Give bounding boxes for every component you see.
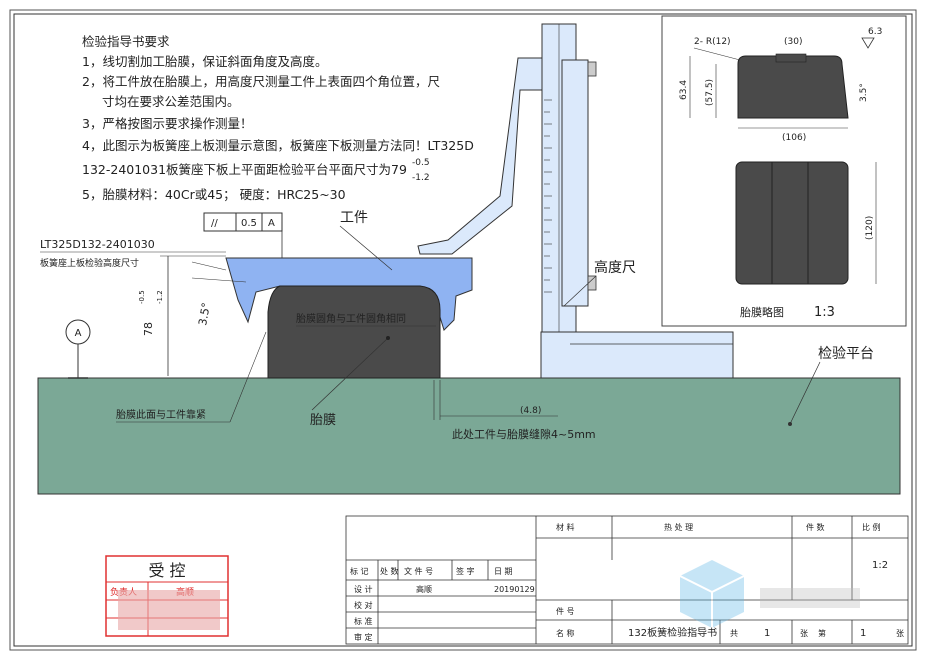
sheet-value: 1 <box>860 628 866 639</box>
rev-count: 处 数 <box>380 566 399 576</box>
top-dimension: (30) <box>784 37 802 47</box>
sheet-word: 张 <box>800 629 808 638</box>
width-dimension: (106) <box>782 133 806 143</box>
sketch-scale: 1:3 <box>814 305 835 320</box>
heat-treatment-label: 热 处 理 <box>664 522 693 532</box>
gdt-datum: A <box>268 218 275 229</box>
stamp-blur <box>118 590 220 630</box>
watermark-logo <box>679 560 860 628</box>
gauge-arm <box>417 57 543 255</box>
dim-57: (57.5) <box>705 79 715 106</box>
control-stamp: 受 控 负责人 高顺 <box>105 555 229 637</box>
quantity-label: 件 数 <box>806 522 825 532</box>
requirement-4: 4，此图示为板簧座上板测量示意图，板簧座下板测量方法同！LT325D <box>82 138 474 153</box>
gauge-scale <box>544 99 552 293</box>
die <box>267 285 441 379</box>
gauge-slider <box>561 59 589 307</box>
requirement-3: 3，严格按图示要求操作测量！ <box>82 116 252 131</box>
height-dimension: 78 <box>142 322 155 336</box>
name-label: 名 称 <box>556 628 575 638</box>
requirement-2b: 寸均在要求公差范围内。 <box>102 94 240 109</box>
gauge-knob-bottom <box>587 275 597 291</box>
rev-mark: 标 记 <box>350 566 369 576</box>
height-gauge-label: 高度尺 <box>594 259 636 276</box>
gauge-knob-top <box>587 61 597 77</box>
datum-label: A <box>75 328 82 339</box>
requirement-tol-upper: -0.5 <box>412 158 430 168</box>
requirement-1: 1，线切割加工胎膜，保证斜面角度及高度。 <box>82 54 327 69</box>
designer-name: 高顺 <box>416 584 432 594</box>
requirement-5: 5，胎膜材料：40Cr或45； 硬度：HRC25~30 <box>82 187 346 202</box>
material-label: 材 料 <box>556 522 575 532</box>
review-label: 审 定 <box>354 632 373 642</box>
die-corner-note: 胎膜圆角与工件圆角相同 <box>296 312 406 325</box>
depth-dimension: (120) <box>865 216 875 240</box>
total-label: 共 <box>730 629 738 638</box>
sketch-angle: 3.5° <box>859 83 869 102</box>
gap-dimension: (4.8) <box>520 406 541 416</box>
sheet-no-label: 第 <box>818 628 826 638</box>
design-date: 20190129 <box>494 585 535 594</box>
requirement-4b: 132-2401031板簧座下板上平面距检验平台平面尺寸为79 <box>82 162 407 177</box>
dim-63: 63.4 <box>679 80 689 100</box>
proofread-label: 校 对 <box>354 600 373 610</box>
gdt-frame: // 0.5 A <box>203 212 283 258</box>
sketch-frame <box>661 15 907 327</box>
ratio-label: 比 例 <box>862 522 881 532</box>
sketch-title: 胎膜略图 <box>740 305 784 319</box>
die-side-view <box>737 55 849 119</box>
rev-date: 日 期 <box>494 567 513 576</box>
requirement-tol-lower: -1.2 <box>412 173 430 183</box>
sheet-word-2: 张 <box>896 629 904 638</box>
stamp-title: 受 控 <box>148 561 185 580</box>
die-label: 胎膜 <box>310 413 336 428</box>
part-number-label: LT325D132-2401030 <box>40 238 155 251</box>
name-value: 132板簧检验指导书 <box>628 626 717 639</box>
rev-doc: 文 件 号 <box>404 566 433 576</box>
requirements-title: 检验指导书要求 <box>82 34 170 49</box>
part-no-label: 件 号 <box>556 606 575 616</box>
gdt-symbol: // <box>211 218 218 229</box>
outer-border <box>9 9 917 651</box>
design-label: 设 计 <box>354 584 373 594</box>
platform-label: 检验平台 <box>818 346 874 362</box>
workpiece-label: 工件 <box>340 210 368 226</box>
gap-note: 此处工件与胎膜缝隙4~5mm <box>452 427 596 441</box>
inspection-platform <box>37 377 901 495</box>
standard-label: 标 准 <box>354 616 373 626</box>
total-value: 1 <box>764 628 770 639</box>
title-block <box>345 515 909 645</box>
requirements-block: 检验指导书要求 1，线切割加工胎膜，保证斜面角度及高度。 2，将工件放在胎膜上，… <box>82 34 474 202</box>
height-tol-upper: -0.5 <box>138 290 146 304</box>
roughness-value: 6.3 <box>868 27 882 37</box>
gauge-base <box>540 331 734 379</box>
angle-dimension: 3.5° <box>196 302 213 327</box>
die-top-view <box>735 161 849 285</box>
inner-border <box>13 13 913 647</box>
requirement-2: 2，将工件放在胎膜上，用高度尺测量工件上表面四个角位置，尺 <box>82 74 440 89</box>
height-tol-lower: -1.2 <box>156 290 164 304</box>
rev-sign: 签 字 <box>456 566 475 576</box>
gdt-value: 0.5 <box>241 218 257 229</box>
part-height-label: 板簧座上板检验高度尺寸 <box>40 257 139 269</box>
ratio-value: 1:2 <box>872 560 888 571</box>
die-face-note: 胎膜此面与工件靠紧 <box>116 408 206 421</box>
radius-dimension: 2- R(12) <box>694 37 731 47</box>
